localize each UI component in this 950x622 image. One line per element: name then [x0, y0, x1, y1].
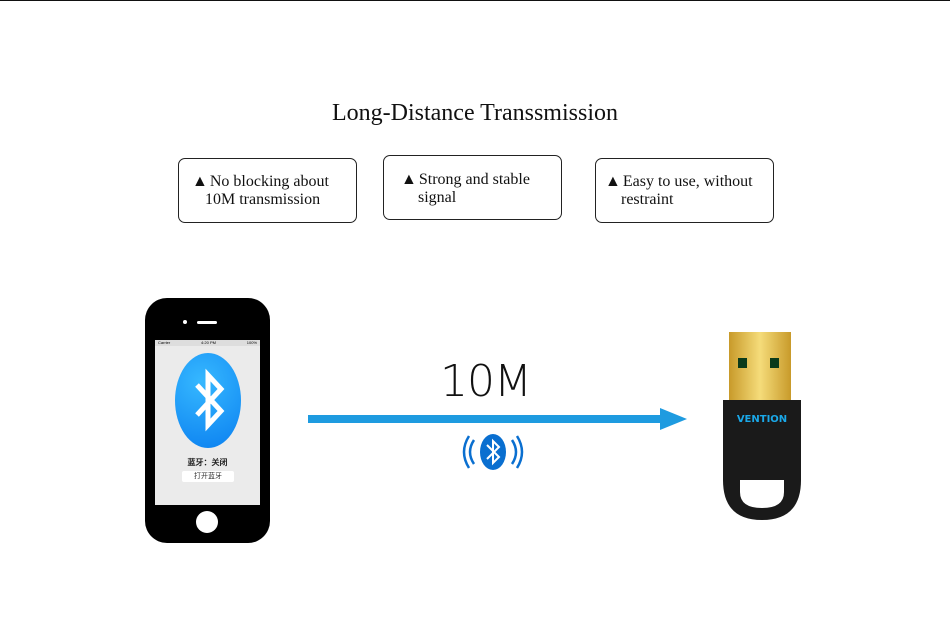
- feature-text: 10M transmission: [205, 191, 321, 208]
- page-title: Long-Distance Transsmission: [331, 100, 618, 126]
- triangle-icon: ▲: [605, 173, 621, 190]
- bluetooth-app-icon: [175, 353, 241, 448]
- phone-illustration: Carrier 4:20 PM 100% 蓝牙：关闭 打开蓝牙: [145, 298, 270, 543]
- brand-logo: VENTION: [737, 414, 787, 425]
- feature-box-2: ▲Strong and stable signal: [383, 155, 562, 220]
- triangle-icon: ▲: [192, 173, 208, 190]
- feature-text: restraint: [621, 191, 674, 208]
- top-border: [0, 0, 950, 1]
- usb-dongle-illustration: VENTION: [723, 332, 801, 520]
- home-button: [196, 511, 218, 533]
- time: 4:20 PM: [201, 340, 216, 345]
- distance-label: 10M: [440, 356, 532, 407]
- phone-screen: Carrier 4:20 PM 100% 蓝牙：关闭 打开蓝牙: [155, 340, 260, 505]
- feature-text: Strong and stable: [418, 171, 530, 188]
- feature-text: No blocking about: [209, 173, 329, 190]
- enable-bluetooth-button: 打开蓝牙: [182, 471, 234, 482]
- speaker-icon: [197, 321, 217, 324]
- feature-text: signal: [418, 189, 457, 206]
- battery: 100%: [246, 340, 257, 345]
- bluetooth-signal-icon: [462, 434, 524, 470]
- triangle-icon: ▲: [401, 171, 417, 188]
- feature-text: Easy to use, without: [622, 173, 753, 190]
- bluetooth-status: 蓝牙：关闭: [187, 458, 228, 467]
- feature-box-3: ▲Easy to use, without restraint: [595, 158, 774, 223]
- camera-icon: [183, 320, 187, 324]
- arrow-icon: [308, 408, 687, 430]
- carrier: Carrier: [158, 340, 171, 345]
- status-bar: Carrier 4:20 PM 100%: [155, 340, 260, 346]
- feature-box-1: ▲No blocking about 10M transmission: [178, 158, 357, 223]
